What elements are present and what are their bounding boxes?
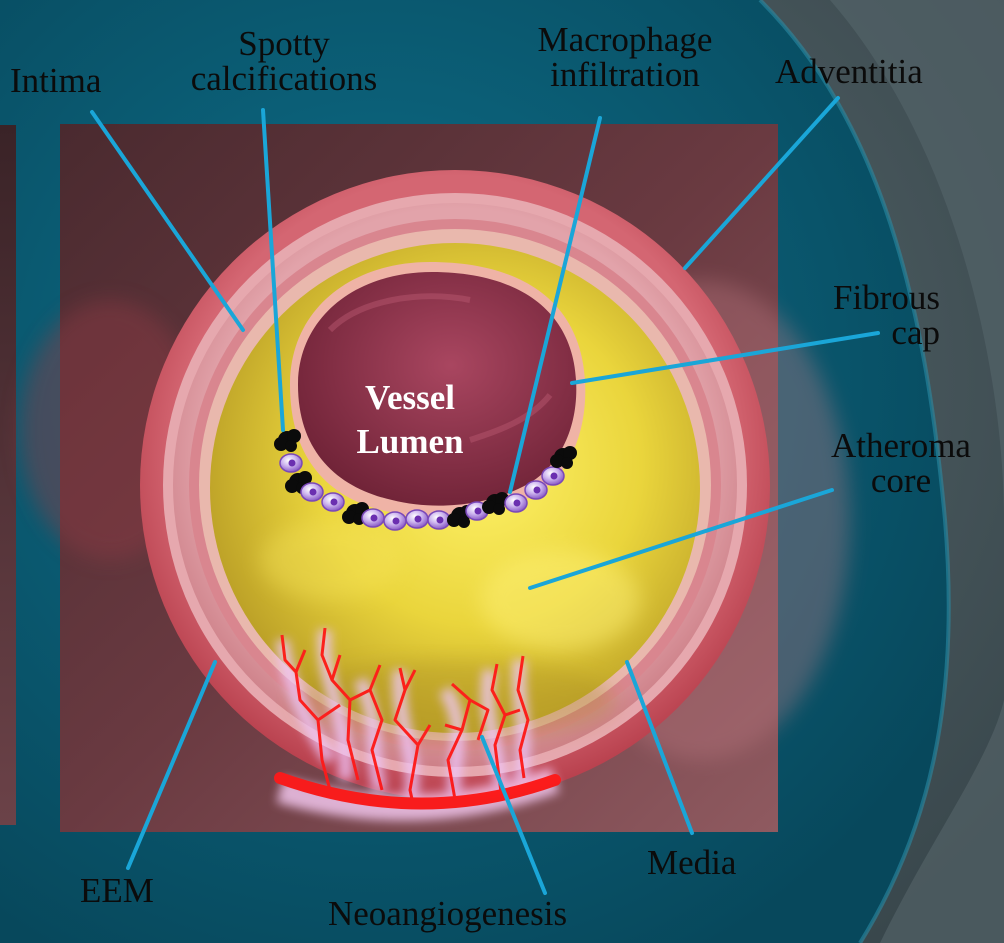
eem-label: EEM — [80, 873, 154, 908]
spotty-calcifications-line-1: Spotty — [168, 26, 400, 61]
vessel-lumen-line-2: Lumen — [330, 420, 490, 464]
macrophage-cell — [428, 511, 450, 529]
macrophage-infiltration-line-2: infiltration — [510, 57, 740, 92]
neoangiogenesis-label: Neoangiogenesis — [328, 896, 567, 931]
macrophage-cell — [525, 481, 547, 499]
spotty-calcifications-line-2: calcifications — [168, 61, 400, 96]
atheroma-core-line-2: core — [812, 463, 990, 498]
macrophage-infiltration-label: Macrophage infiltration — [510, 22, 740, 92]
atheroma-core-line-1: Atheroma — [812, 428, 990, 463]
fibrous-cap-label: Fibrous cap — [820, 280, 940, 350]
left-side-panel — [0, 125, 16, 825]
fibrous-cap-line-2: cap — [820, 315, 940, 350]
intima-label: Intima — [10, 63, 101, 98]
macrophage-cell — [362, 509, 384, 527]
macrophage-infiltration-line-1: Macrophage — [510, 22, 740, 57]
macrophage-cell — [384, 512, 406, 530]
spotty-calcifications-label: Spotty calcifications — [168, 26, 400, 96]
adventitia-label: Adventitia — [775, 54, 923, 89]
macrophage-cell — [406, 510, 428, 528]
macrophage-cell — [301, 483, 323, 501]
macrophage-cell — [280, 454, 302, 472]
atheroma-core-label: Atheroma core — [812, 428, 990, 498]
vessel-lumen-line-1: Vessel — [330, 376, 490, 420]
macrophage-cell — [322, 493, 344, 511]
fibrous-cap-line-1: Fibrous — [820, 280, 940, 315]
macrophage-cell — [542, 467, 564, 485]
vessel-lumen-label: Vessel Lumen — [330, 376, 490, 464]
macrophage-cell — [505, 494, 527, 512]
media-label: Media — [647, 845, 736, 880]
